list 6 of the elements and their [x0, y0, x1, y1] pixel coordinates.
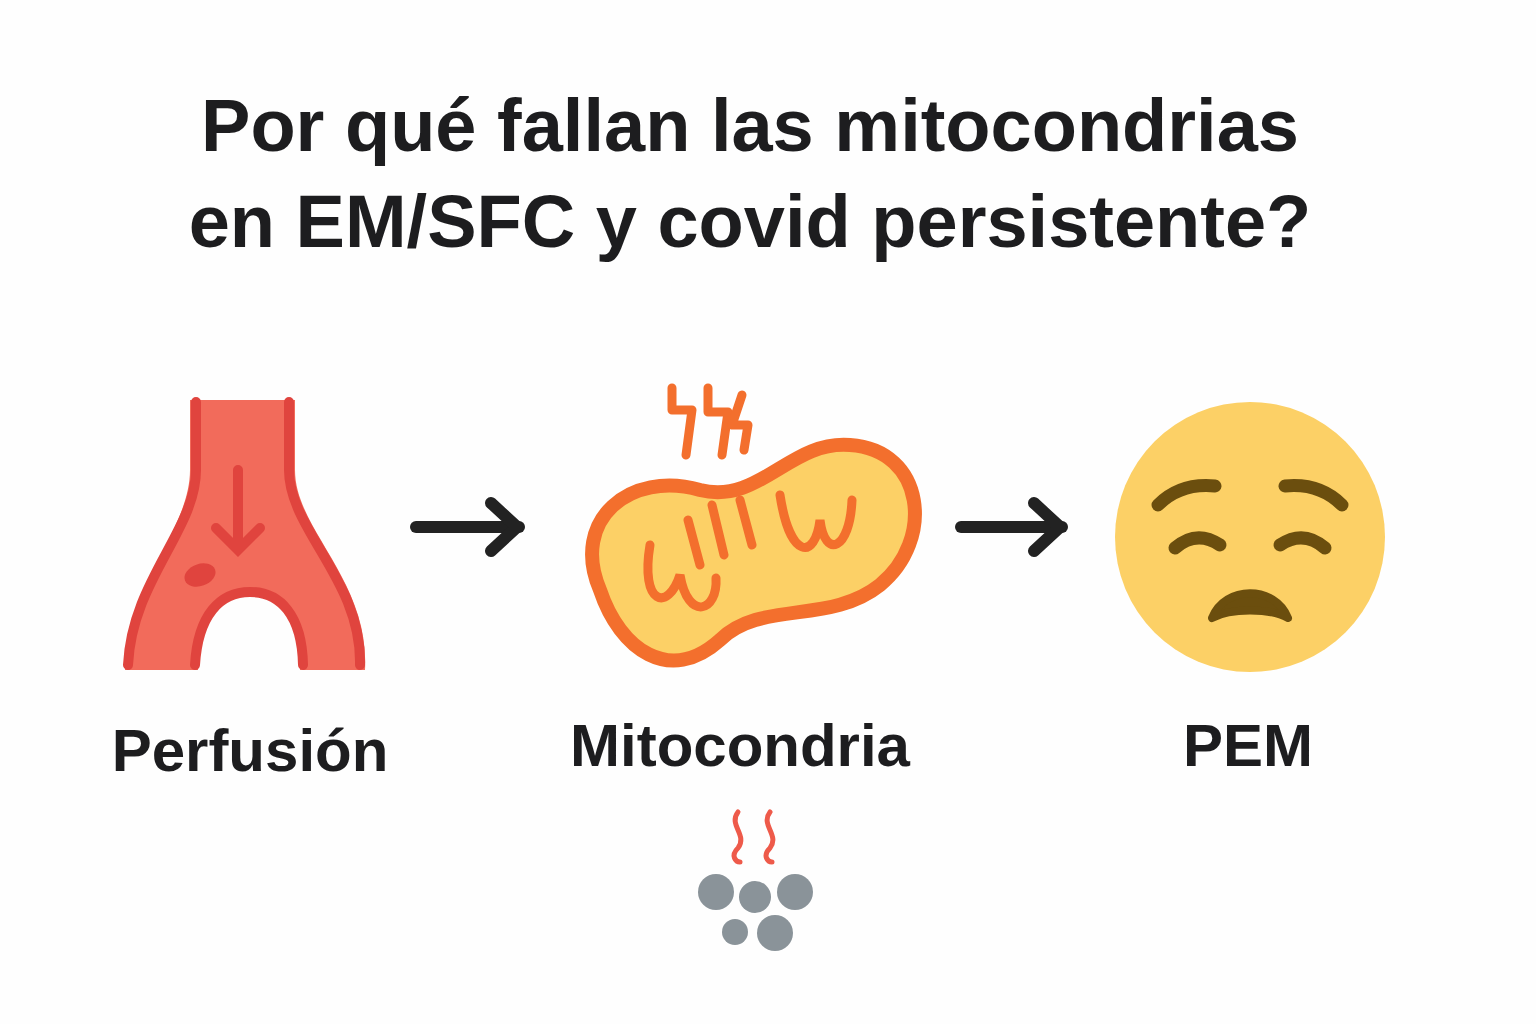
title: Por qué fallan las mitocondrias en EM/SFC y covid persistente?: [187, 83, 1313, 265]
node-label: Perfusión: [111, 716, 389, 785]
node-label: Mitocondria: [570, 711, 910, 780]
arrow: [955, 497, 1068, 557]
node-label: PEM: [1183, 711, 1313, 780]
arrow: [410, 497, 525, 557]
